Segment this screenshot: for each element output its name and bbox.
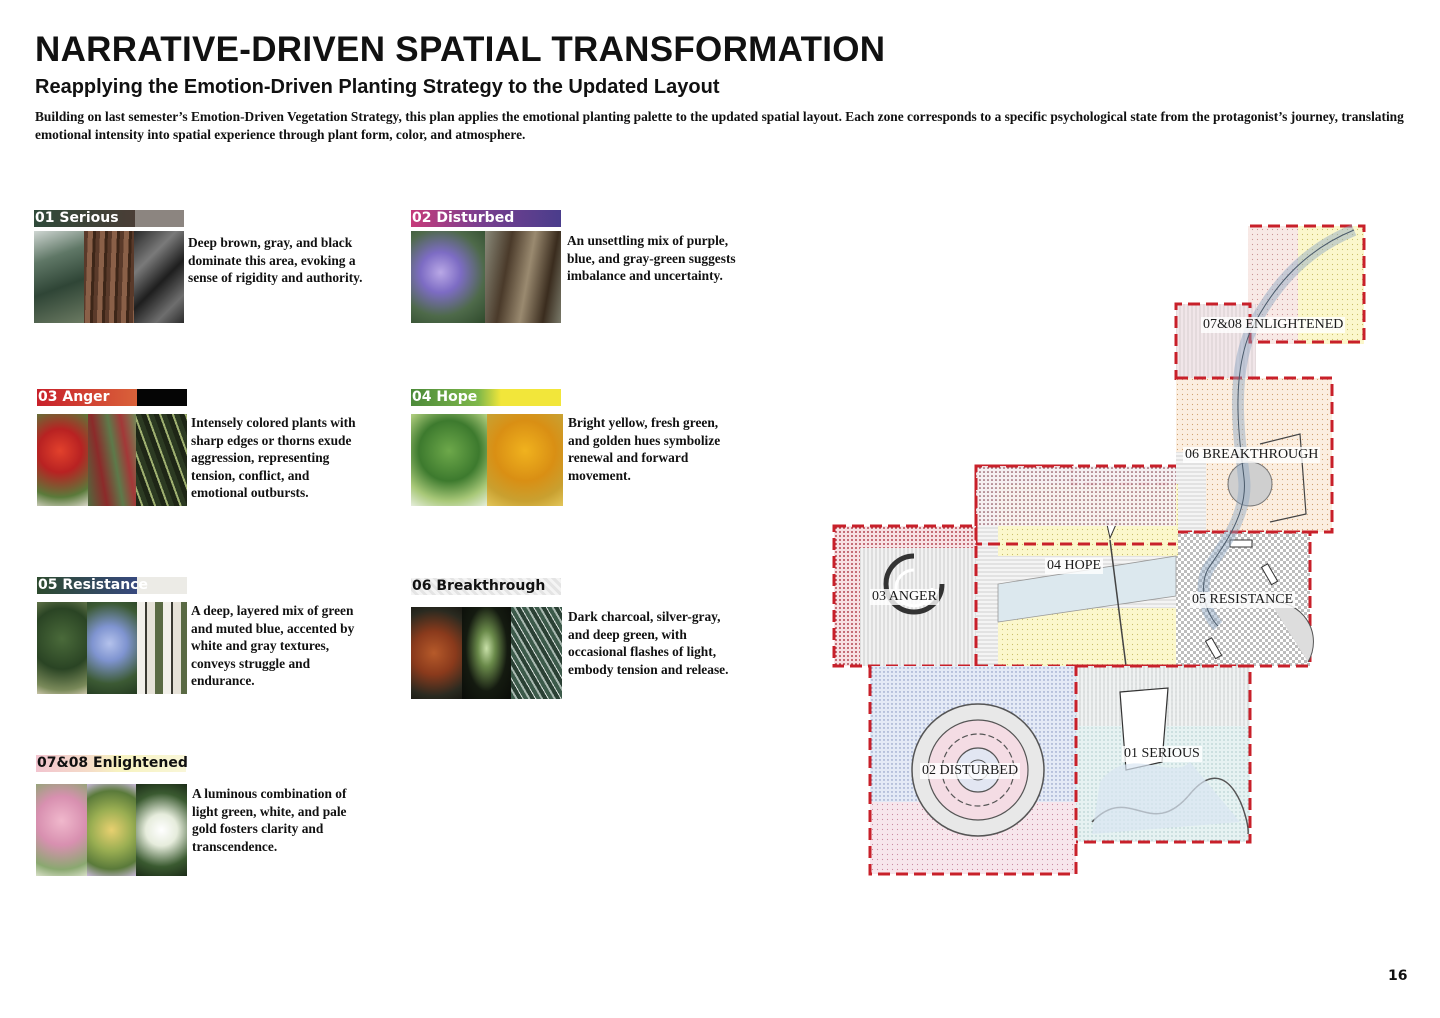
plan-label-resistance: 05 RESISTANCE xyxy=(1190,592,1296,608)
photo-autumn-leaves xyxy=(411,607,462,699)
color-band xyxy=(411,210,561,227)
page-subtitle: Reapplying the Emotion-Driven Planting S… xyxy=(35,76,720,98)
photo-stone-blocks xyxy=(134,231,184,323)
zone-description: A luminous combination of light green, w… xyxy=(192,786,347,854)
plant-photos xyxy=(36,784,187,876)
photo-blue-flowers xyxy=(87,602,137,694)
plant-photos xyxy=(34,231,184,323)
zone-description: Bright yellow, fresh green, and golden h… xyxy=(568,415,721,483)
zone-label: 05 Resistance xyxy=(38,577,148,593)
zone-label: 01 Serious xyxy=(35,210,119,226)
zone-breakthrough: 06 Breakthrough Dark charcoal, silver-gr… xyxy=(411,578,751,703)
intro-paragraph: Building on last semester’s Emotion-Driv… xyxy=(35,109,1404,142)
photo-green-trees xyxy=(411,414,487,506)
zone-description: An unsettling mix of purple, blue, and g… xyxy=(567,233,736,283)
zone-description: A deep, layered mix of green and muted b… xyxy=(191,603,355,688)
plan-label-enlightened: 07&08 ENLIGHTENED xyxy=(1201,317,1346,333)
zone-header: 02 Disturbed xyxy=(411,210,561,227)
plan-label-serious: 01 SERIOUS xyxy=(1122,746,1202,762)
photo-golden-shrubs xyxy=(87,784,136,876)
photo-grass-plume xyxy=(462,607,511,699)
color-band xyxy=(137,577,187,594)
plant-photos xyxy=(411,414,563,506)
photo-evergreen-tree xyxy=(34,231,84,323)
color-band xyxy=(37,577,137,594)
color-band xyxy=(34,210,135,227)
plan-label-anger: 03 ANGER xyxy=(870,589,939,605)
site-plan: 07&08 ENLIGHTENED 06 BREAKTHROUGH 04 HOP… xyxy=(830,222,1370,882)
zone-description: Dark charcoal, silver-gray, and deep gre… xyxy=(568,609,729,677)
zone-serious: 01 Serious Deep brown, gray, and black d… xyxy=(34,210,364,330)
zone-label: 06 Breakthrough xyxy=(412,578,546,594)
zone-resistance: 05 Resistance A deep, layered mix of gre… xyxy=(37,577,367,697)
zone-header: 05 Resistance xyxy=(37,577,187,594)
color-band xyxy=(37,389,137,406)
plan-zone-serious xyxy=(1076,664,1252,844)
photo-sharp-grass xyxy=(136,414,187,506)
zone-label: 02 Disturbed xyxy=(412,210,515,226)
zone-description: Deep brown, gray, and black dominate thi… xyxy=(188,235,363,285)
page-number: 16 xyxy=(1388,968,1408,984)
page-title: NARRATIVE-DRIVEN SPATIAL TRANSFORMATION xyxy=(35,30,886,69)
zone-label: 04 Hope xyxy=(412,389,478,405)
photo-silver-foliage xyxy=(511,607,562,699)
zone-header: 04 Hope xyxy=(411,389,561,406)
photo-tree-bark xyxy=(84,231,134,323)
plant-photos xyxy=(411,231,561,323)
zone-header: 06 Breakthrough xyxy=(411,578,561,595)
plant-photos xyxy=(411,607,562,699)
photo-dark-trees xyxy=(37,602,87,694)
color-band xyxy=(137,389,187,406)
zone-hope: 04 Hope Bright yellow, fresh green, and … xyxy=(411,389,751,509)
zone-label: 07&08 Enlightened xyxy=(37,755,188,771)
color-band xyxy=(36,755,186,772)
zone-header: 01 Serious xyxy=(34,210,184,227)
zone-header: 07&08 Enlightened xyxy=(36,755,188,772)
plant-photos xyxy=(37,414,187,506)
color-band xyxy=(135,210,184,227)
photo-golden-tree xyxy=(487,414,563,506)
photo-purple-flowers xyxy=(411,231,485,323)
plan-label-disturbed: 02 DISTURBED xyxy=(920,763,1021,779)
zone-anger: 03 Anger Intensely colored plants with s… xyxy=(37,389,367,519)
photo-white-flowers xyxy=(136,784,187,876)
photo-red-tree xyxy=(37,414,88,506)
photo-birch-trunks xyxy=(137,602,187,694)
photo-twisted-trunk xyxy=(485,231,561,323)
zone-enlightened: 07&08 Enlightened A luminous combination… xyxy=(36,755,376,880)
plan-label-hope: 04 HOPE xyxy=(1045,558,1104,574)
color-band xyxy=(411,389,561,406)
plan-zone-anger xyxy=(832,464,1176,668)
zone-description: Intensely colored plants with sharp edge… xyxy=(191,415,356,500)
color-band xyxy=(411,578,561,595)
photo-pink-blossom xyxy=(36,784,87,876)
zone-disturbed: 02 Disturbed An unsettling mix of purple… xyxy=(411,210,751,330)
plant-photos xyxy=(37,602,187,694)
plan-label-breakthrough: 06 BREAKTHROUGH xyxy=(1183,447,1321,463)
photo-red-stems xyxy=(88,414,136,506)
zone-label: 03 Anger xyxy=(38,389,110,405)
zone-header: 03 Anger xyxy=(37,389,187,406)
